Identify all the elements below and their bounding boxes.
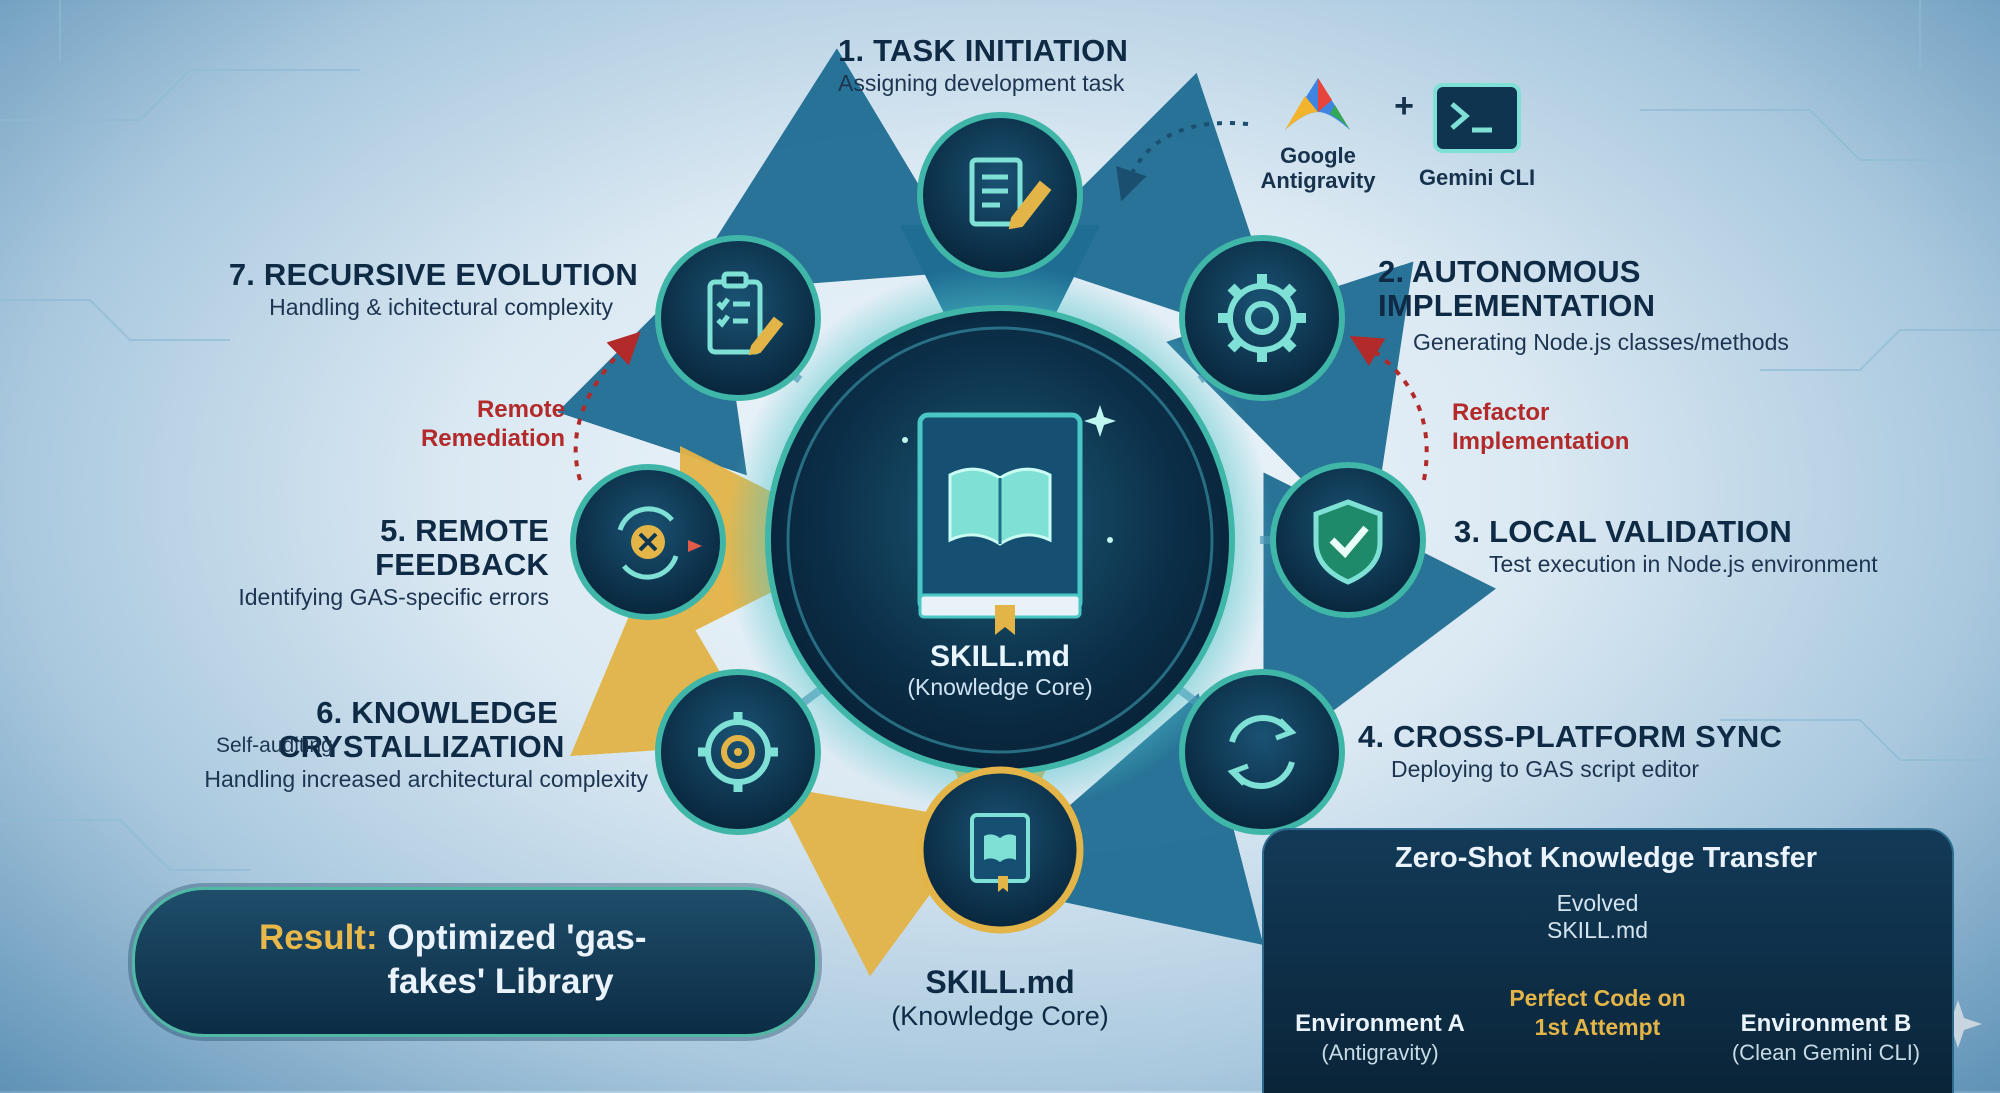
step-7-subtitle: Handling & ichitectural complexity (269, 294, 613, 320)
step-6-prefix: Self-auditing (216, 734, 333, 757)
arrow-1-to-2 (1012, 72, 1289, 349)
sparkle-icon (1934, 1000, 1982, 1048)
error-cycle-icon (617, 506, 702, 580)
node-2 (1179, 235, 1345, 401)
step-4-label: 4. CROSS-PLATFORM SYNC Deploying to GAS … (1358, 720, 1782, 784)
node-3 (1270, 462, 1426, 618)
arrow-core-to-6 (771, 785, 984, 977)
google-antigravity-label: Google Antigravity (1260, 143, 1376, 193)
step-2-label: 2. AUTONOMOUS IMPLEMENTATION Generating … (1378, 254, 1789, 357)
terminal-icon (1433, 83, 1521, 153)
node-1 (917, 112, 1083, 278)
step-3-subtitle: Test execution in Node.js environment (1489, 551, 1878, 577)
core-label: SKILL.md (Knowledge Core) (860, 640, 1140, 701)
step-1-label: 1. TASK INITIATION Assigning development… (838, 34, 1128, 98)
refactor-loop (1349, 335, 1429, 481)
step-3-label: 3. LOCAL VALIDATION Test execution in No… (1454, 515, 1878, 579)
node-5 (570, 464, 726, 620)
gemini-cli-label: Gemini CLI (1418, 165, 1536, 190)
gear-icon (1218, 274, 1306, 362)
bottom-core-title: SKILL.md (925, 964, 1075, 1000)
step-3-title: 3. LOCAL VALIDATION (1454, 514, 1792, 549)
step-5-title: 5. REMOTE FEEDBACK (375, 513, 549, 582)
env-b-name: Environment B (1740, 1010, 1912, 1037)
env-b-detail: (Clean Gemini CLI) (1731, 1040, 1921, 1065)
step-7-label: 7. RECURSIVE EVOLUTION Handling & ichite… (218, 258, 638, 322)
env-a-detail: (Antigravity) (1321, 1040, 1439, 1065)
node-7 (655, 235, 821, 401)
node-6 (655, 669, 821, 835)
step-4-subtitle: Deploying to GAS script editor (1391, 756, 1700, 782)
sync-icon (1227, 715, 1297, 789)
refactor-implementation-label: Refactor Implementation (1452, 399, 1630, 455)
zero-shot-panel (1262, 828, 1954, 1093)
step-1-title: 1. TASK INITIATION (838, 33, 1129, 68)
step-6-label: 6. KNOWLEDGE CRYSTALLIZATION Self-auditi… (108, 696, 648, 794)
open-book-icon (902, 405, 1116, 635)
result-label: Result: (259, 918, 378, 957)
transfer-label: Evolved SKILL.md (1547, 890, 1648, 943)
arrow-7-to-1 (680, 48, 971, 294)
step-2-subtitle: Generating Node.js classes/methods (1413, 329, 1789, 355)
core-subtitle: (Knowledge Core) (907, 674, 1093, 700)
zero-shot-title: Zero-Shot Knowledge Transfer (1394, 842, 1818, 874)
step-5-subtitle: Identifying GAS-specific errors (238, 584, 549, 610)
result-text: Result: Optimized 'gas-fakes' Library (259, 916, 717, 1004)
tools-to-task-arrow (1116, 121, 1249, 202)
node-4 (1179, 669, 1345, 835)
target-gear-icon (698, 712, 778, 792)
step-7-title: 7. RECURSIVE EVOLUTION (228, 257, 638, 292)
result-description: Optimized 'gas-fakes' Library (387, 918, 647, 1001)
core-title: SKILL.md (930, 640, 1070, 673)
step-4-title: 4. CROSS-PLATFORM SYNC (1358, 719, 1783, 754)
step-5-label: 5. REMOTE FEEDBACK Identifying GAS-speci… (204, 514, 549, 612)
step-1-subtitle: Assigning development task (838, 70, 1125, 96)
circuit-decoration (0, 0, 2000, 871)
book-icon (970, 813, 1030, 892)
step-6-title: 6. KNOWLEDGE CRYSTALLIZATION (278, 695, 565, 764)
remote-remediation-label: Remote Remediation (420, 396, 565, 452)
env-a-name: Environment A (1295, 1010, 1465, 1037)
shield-check-icon (1313, 499, 1383, 585)
step-6-subtitle: Handling increased architectural complex… (204, 766, 648, 792)
remote-remediation-loop (573, 331, 641, 481)
arrow-6-to-5 (570, 558, 762, 757)
clipboard-edit-icon (707, 271, 784, 356)
step-2-title: 2. AUTONOMOUS IMPLEMENTATION (1378, 254, 1656, 323)
plus-sign: + (1394, 87, 1414, 125)
bottom-core-subtitle: (Knowledge Core) (891, 1001, 1109, 1031)
result-panel: Result: Optimized 'gas-fakes' Library (132, 887, 818, 1037)
document-edit-icon (969, 157, 1052, 230)
bottom-core-label: SKILL.md (Knowledge Core) (850, 964, 1150, 1032)
antigravity-logo-icon (1285, 78, 1350, 130)
perfect-code-label: Perfect Code on 1st Attempt (1509, 985, 1686, 1040)
node-core-bottom (916, 766, 1084, 934)
